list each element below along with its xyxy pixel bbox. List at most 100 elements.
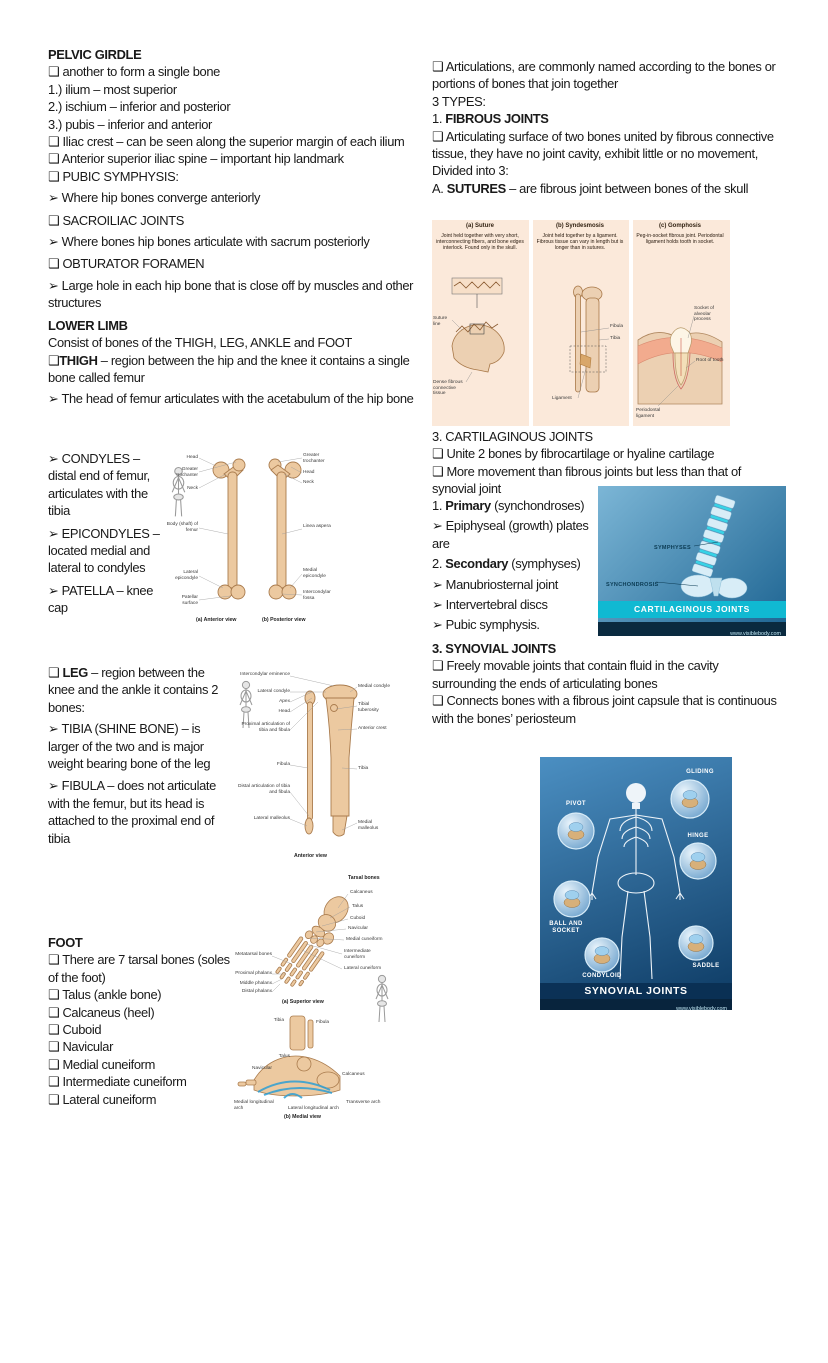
panel-description: Joint held together by a ligament. Fibro… <box>536 233 624 252</box>
arrow-line: ➢ Manubriosternal joint <box>432 576 558 592</box>
types-line: 3 TYPES: <box>432 93 486 109</box>
arrow-line: ➢ Where hip bones converge anteriorly <box>48 190 261 206</box>
figure-label: Anterior crest <box>358 726 387 731</box>
figure-label: Medial longitudinal arch <box>234 1100 274 1111</box>
secondary-definition: (symphyses) <box>508 556 581 572</box>
figure-label: Tibia <box>273 1018 284 1023</box>
figure-label: Tibia <box>610 336 621 341</box>
joint-type-label: CONDYLOID <box>582 973 622 979</box>
thigh-line: ❑THIGH – region between the hip and the … <box>48 352 414 387</box>
figure-label: Patellar surface <box>181 595 198 606</box>
primary-term: Primary <box>445 498 491 513</box>
figure-label: Lateral cuneiform <box>344 966 382 971</box>
femur-notes-column: ➢ CONDYLES – distal end of femur, articu… <box>48 446 168 622</box>
figure-label: Talus <box>278 1054 290 1059</box>
numbered-line: 3.) pubis – inferior and anterior <box>48 116 213 132</box>
figure-label: Suture line <box>433 316 448 327</box>
secondary-line: 2. Secondary (symphyses) <box>432 555 602 572</box>
figure-label: Calcaneus <box>350 890 373 895</box>
fibrous-joints-illustration <box>451 277 723 407</box>
bullet-line: ❑ Anterior superior iliac spine – import… <box>48 151 344 167</box>
joint-type-label: SADDLE <box>692 963 720 969</box>
bullet-line: ❑ There are 7 tarsal bones (soles of the… <box>48 952 230 985</box>
figure-label: Head <box>278 709 290 714</box>
list-letter: A. <box>432 180 447 196</box>
fibrous-term: FIBROUS JOINTS <box>445 111 549 127</box>
foot-heading: FOOT <box>48 935 83 950</box>
synovial-heading: 3. SYNOVIAL JOINTS <box>432 641 556 656</box>
arrow-line: ➢ EPICONDYLES – located medial and later… <box>48 525 160 576</box>
figure-label: Proximal articulation of tibia and fibul… <box>241 722 290 733</box>
joints-intro-section: ❑ Articulations, are commonly named acco… <box>432 58 784 197</box>
fibrous-joints-figure: (a) Suture (b) Syndesmosis (c) Gomphosis… <box>432 220 730 426</box>
foot-section: FOOT ❑ There are 7 tarsal bones (soles o… <box>48 934 234 1108</box>
bullet-glyph: ❑ <box>48 352 60 368</box>
figure-caption: (a) Superior view <box>282 999 324 1005</box>
figure-footer: www.visiblebody.com <box>540 999 732 1010</box>
fibrous-joints-heading: 1. FIBROUS JOINTS <box>432 110 784 127</box>
figure-label: Neck <box>303 480 314 485</box>
figure-label: Head <box>186 455 198 460</box>
pelvic-girdle-section: PELVIC GIRDLE ❑ another to form a single… <box>48 46 414 413</box>
figure-label: Transverse arch <box>346 1100 381 1105</box>
figure-label: Lateral malleolus <box>253 816 290 821</box>
figure-label: Talus <box>352 904 364 909</box>
bullet-line: ❑ Calcaneus (heel) <box>48 1004 155 1020</box>
watermark: www.visiblebody.com <box>730 631 781 636</box>
tibia-fibula-figure: Intercondylar eminence Lateral condyle A… <box>230 668 392 866</box>
lower-limb-heading: LOWER LIMB <box>48 317 128 333</box>
figure-label: Root of tooth <box>696 358 724 363</box>
femur-figure: Head Greater trochanter Neck Body (shaft… <box>166 450 336 630</box>
arrow-line: ➢ FIBULA – does not articulate with the … <box>48 778 216 846</box>
lower-limb-intro: Consist of bones of the THIGH, LEG, ANKL… <box>48 335 352 351</box>
figure-label: Distal phalanx <box>241 989 272 994</box>
figure-footer: www.visiblebody.com <box>598 622 786 636</box>
leg-definition: – region between the knee and the ankle … <box>48 665 219 715</box>
figure-label: Fibula <box>610 324 624 329</box>
tibia-fibula-illustration <box>239 675 358 837</box>
numbered-line: 1.) ilium – most superior <box>48 81 177 97</box>
bullet-line: ❑ PUBIC SYMPHYSIS: <box>48 168 179 184</box>
bullet-line: ❑ Freely movable joints that contain flu… <box>432 658 719 691</box>
synovial-joints-illustration <box>553 779 717 980</box>
figure-label: Intercondylar eminence <box>240 672 290 677</box>
bullet-line: ❑ Cuboid <box>48 1022 102 1038</box>
panel-divider <box>629 220 633 426</box>
figure-label: Greater trochanter <box>303 453 325 464</box>
figure-label: Neck <box>187 486 198 491</box>
figure-label: Socket of alveolar process <box>694 306 714 323</box>
figure-label: Apex <box>279 699 290 704</box>
cartilaginous-section: 3. CARTILAGINOUS JOINTS ❑ Unite 2 bones … <box>432 428 784 498</box>
figure-label: Intercondylar fossa <box>303 590 331 601</box>
figure-banner: SYNOVIAL JOINTS <box>540 983 732 999</box>
joint-type-label: HINGE <box>687 833 709 839</box>
foot-figure: Metatarsal bones Proximal phalanx Middle… <box>230 874 394 1122</box>
cartilaginous-joints-illustration <box>655 495 748 599</box>
cartilaginous-joints-figure: SYMPHYSES SYNCHONDROSIS CARTILAGINOUS JO… <box>598 486 786 636</box>
figure-label: Dense fibrous connective tissue <box>433 380 463 397</box>
panel-description: Joint held together with very short, int… <box>436 233 524 252</box>
bullet-line: ❑ Navicular <box>48 1039 114 1055</box>
panel-description: Peg-in-socket fibrous joint. Periodontal… <box>636 233 724 246</box>
panel-title: (a) Suture <box>465 223 494 229</box>
joint-type-label: GLIDING <box>686 769 714 775</box>
synovial-joints-figure: GLIDING PIVOT HINGE BALL AND SOCKET COND… <box>540 757 732 1010</box>
cartilaginous-heading: 3. CARTILAGINOUS JOINTS <box>432 429 593 444</box>
foot-illustration <box>237 893 389 1099</box>
list-number: 1. <box>432 498 446 513</box>
bullet-line: ❑ Intermediate cuneiform <box>48 1074 187 1090</box>
figure-caption: Anterior view <box>294 853 327 859</box>
watermark: www.visiblebody.com <box>676 1006 727 1010</box>
arrow-line: ➢ CONDYLES – distal end of femur, articu… <box>48 451 150 519</box>
figure-label: Linea aspera <box>303 524 331 529</box>
figure-label: Fibula <box>276 762 290 767</box>
femur-illustration <box>171 457 303 601</box>
arrow-line: ➢ The head of femur articulates with the… <box>48 391 414 407</box>
arrow-line: ➢ Where bones hip bones articulate with … <box>48 234 370 250</box>
bullet-line: ❑ Connects bones with a fibrous joint ca… <box>432 693 777 726</box>
figure-label: Head <box>303 470 315 475</box>
figure-label: Medial malleolus <box>358 820 379 831</box>
figure-label: Lateral condyle <box>257 689 290 694</box>
secondary-term: Secondary <box>445 556 509 572</box>
